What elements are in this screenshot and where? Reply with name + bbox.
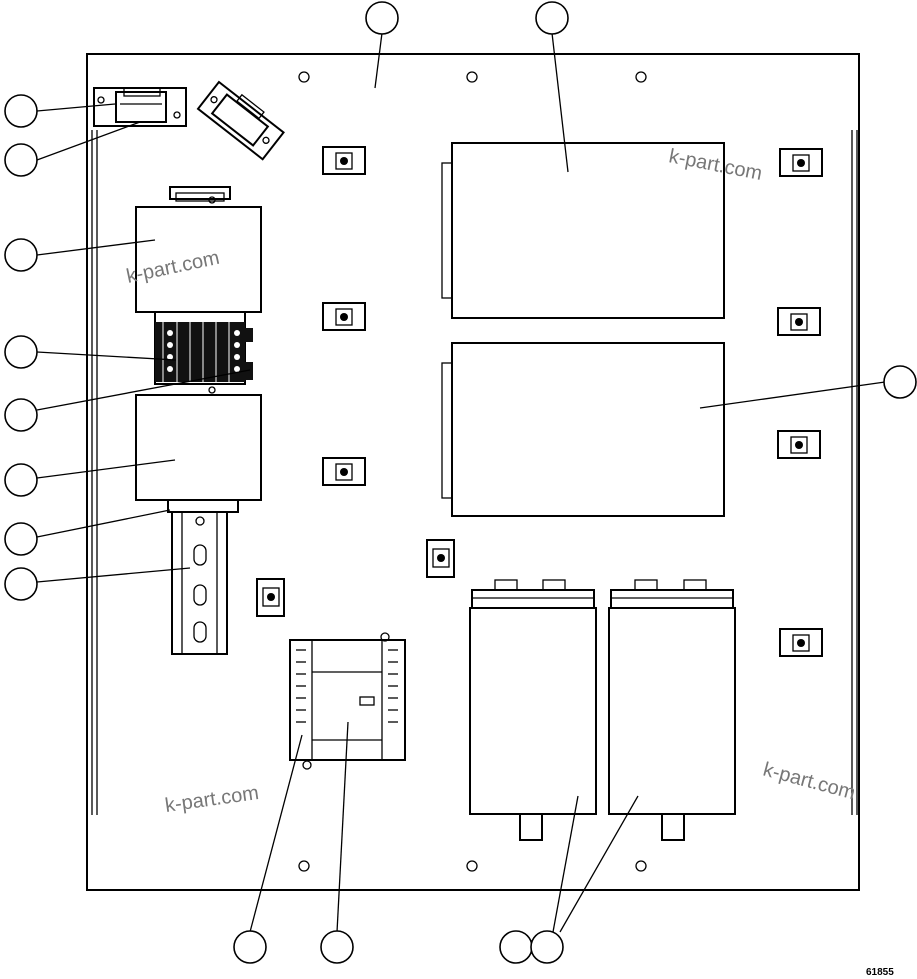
upper-coil [135, 186, 262, 313]
callout-circles [4, 1, 917, 964]
angled-fuse-holder [196, 80, 285, 161]
controller-board [289, 632, 406, 770]
callout-5 [4, 398, 38, 432]
callout-3 [4, 238, 38, 272]
callout-1 [4, 94, 38, 128]
mounting-clips [256, 146, 823, 657]
lower-coil [135, 386, 262, 513]
capacitor-left [469, 579, 597, 841]
watermark-bottom-right: k-part.com [761, 759, 858, 805]
leader-lines [36, 32, 886, 933]
figure-code: 61855 [866, 967, 894, 978]
top-left-bracket [93, 87, 187, 127]
callout-9 [365, 1, 399, 35]
callout-2 [4, 143, 38, 177]
terminal-block [154, 311, 253, 385]
callout-12 [233, 930, 267, 964]
callout-8 [4, 567, 38, 601]
din-rail [171, 511, 228, 655]
watermark-bottom-left: k-part.com [164, 782, 261, 817]
mounting-holes [298, 71, 647, 872]
upper-module [441, 142, 725, 319]
callout-11 [883, 365, 917, 399]
callout-7 [4, 522, 38, 556]
callout-6 [4, 463, 38, 497]
capacitor-right [608, 579, 736, 841]
callout-13 [320, 930, 354, 964]
callout-15 [530, 930, 564, 964]
callout-14 [499, 930, 533, 964]
lower-module [441, 342, 725, 517]
callout-4 [4, 335, 38, 369]
callout-10 [535, 1, 569, 35]
